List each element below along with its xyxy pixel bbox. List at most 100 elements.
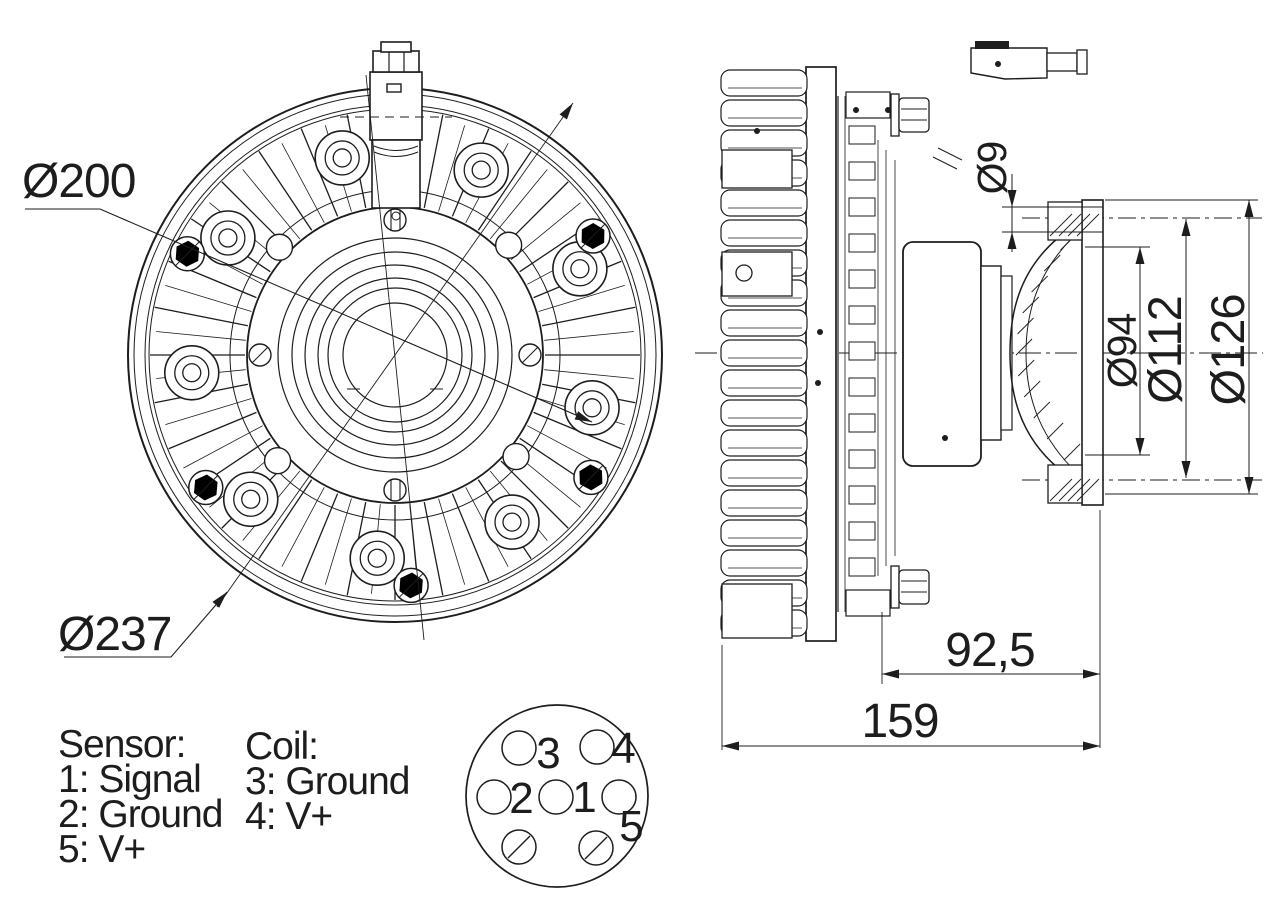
arrowhead: [1007, 190, 1017, 207]
pinout-outline: [465, 704, 649, 888]
connector-cap: [380, 41, 412, 53]
bolt-boss-hole: [502, 512, 522, 532]
arrowhead: [722, 741, 739, 751]
cooling-fin: [720, 69, 808, 97]
leader-o200: [25, 208, 593, 423]
side-bolt-top: [890, 93, 930, 137]
hatch-line: [1022, 296, 1040, 314]
bolt-boss-hole: [582, 398, 602, 418]
pinout-pin2-hole: [476, 779, 512, 815]
hatch-line: [1017, 359, 1035, 377]
bolt-boss: [163, 344, 220, 401]
arrowhead: [1083, 669, 1100, 679]
front-dim-bolt-circle-label: Ø200: [22, 155, 135, 208]
hatch-line: [1046, 422, 1064, 440]
stack-tooth: [848, 233, 876, 253]
side-panel: [721, 251, 793, 297]
front-view: Ø200 Ø237: [22, 41, 663, 661]
dim-92-5: 92,5: [881, 510, 1101, 748]
bolt-boss-ring: [359, 540, 395, 576]
bolt-boss: [222, 471, 279, 528]
arrowhead: [1007, 232, 1017, 249]
pinout-blank-hole: [501, 829, 537, 865]
hatch-line: [1049, 478, 1073, 502]
bolt-boss: [484, 494, 540, 550]
sensor-connector-cap: [975, 41, 1009, 49]
pinout-pin5-label: 5: [619, 802, 642, 851]
dim-o126: Ø126: [1105, 199, 1258, 495]
hex-screw-slash: [175, 241, 200, 267]
hatch-line: [1076, 478, 1100, 502]
hatch-line: [1023, 380, 1041, 398]
hex-screw-slash: [580, 223, 606, 249]
cooling-fin: [720, 399, 808, 427]
stack-tooth: [848, 557, 876, 577]
side-pulley-cone: [1009, 233, 1081, 469]
plain-hole: [502, 442, 530, 471]
front-dim-outer-label: Ø237: [58, 608, 171, 661]
bolt-boss-ring: [174, 355, 210, 391]
bolt-boss: [453, 142, 510, 198]
stack-cap: [845, 91, 891, 119]
bolt-boss: [200, 210, 256, 266]
side-bearing-ring: [980, 265, 1002, 441]
connector-body: [369, 71, 423, 141]
cooling-fin: [720, 219, 808, 247]
stack-tooth: [848, 161, 876, 181]
arrowhead: [1244, 477, 1254, 494]
connector-lower: [371, 139, 421, 209]
cooling-fin: [720, 519, 808, 547]
bolt-boss-ring: [233, 481, 269, 517]
side-backplate: [805, 66, 837, 642]
pinout-pin2-label: 2: [509, 774, 532, 823]
hatch-line: [1031, 275, 1048, 293]
hatch-line: [1067, 478, 1091, 502]
pinout-diagram: 3 4 2 1 5: [465, 704, 649, 888]
hub-screw-slash: [251, 346, 269, 364]
bolt-boss-hole: [241, 489, 261, 509]
connector-window: [386, 83, 402, 93]
bolt-boss-ring: [562, 251, 598, 287]
bolt-boss-ring: [324, 140, 360, 176]
bolt-boss-ring: [463, 152, 499, 188]
pinout-pin4-label: 4: [611, 724, 635, 773]
center-mark-dot: [885, 107, 891, 113]
legend-sensor-line2: 2: Ground: [58, 793, 222, 836]
cooling-fin: [720, 99, 808, 127]
dim-159: 159: [721, 645, 1100, 750]
stack-tooth: [848, 485, 876, 505]
fin-line: [154, 306, 249, 327]
cooling-fin: [720, 309, 808, 337]
front-circle: [327, 287, 463, 423]
arrowhead: [1135, 247, 1145, 264]
front-centerline-diagonal: [216, 102, 574, 608]
center-mark-dot: [817, 329, 823, 335]
cooling-fin: [720, 189, 808, 217]
center-marks: [754, 61, 1001, 441]
front-centerline-vertical: [365, 74, 425, 641]
cooling-fin: [720, 489, 808, 517]
stack-tooth: [848, 197, 876, 217]
plain-hole: [265, 233, 294, 261]
fin-line: [541, 306, 636, 327]
stack-tooth: [848, 341, 876, 361]
front-connector: [340, 41, 452, 209]
side-panel: [721, 149, 793, 189]
hex-screw-slash: [578, 465, 604, 490]
side-dim-length-label: 159: [861, 695, 938, 748]
fin-line: [423, 114, 444, 209]
fin-line: [156, 331, 246, 341]
bolt-boss-hole: [332, 148, 352, 168]
cooling-fin: [720, 369, 808, 397]
connector-hex: [372, 50, 420, 73]
side-dim-inner-label: Ø94: [1099, 314, 1145, 389]
side-dim-flange-label: Ø126: [1201, 295, 1254, 406]
fin-line: [168, 411, 257, 450]
hub-screw-slash: [521, 346, 539, 364]
bolt-boss-hole: [367, 548, 387, 568]
fin-line: [500, 460, 569, 529]
bolt-boss-hole: [570, 259, 590, 279]
center-mark-dot: [995, 61, 1001, 67]
side-flange: [1047, 199, 1104, 506]
arrowhead: [1135, 438, 1145, 455]
